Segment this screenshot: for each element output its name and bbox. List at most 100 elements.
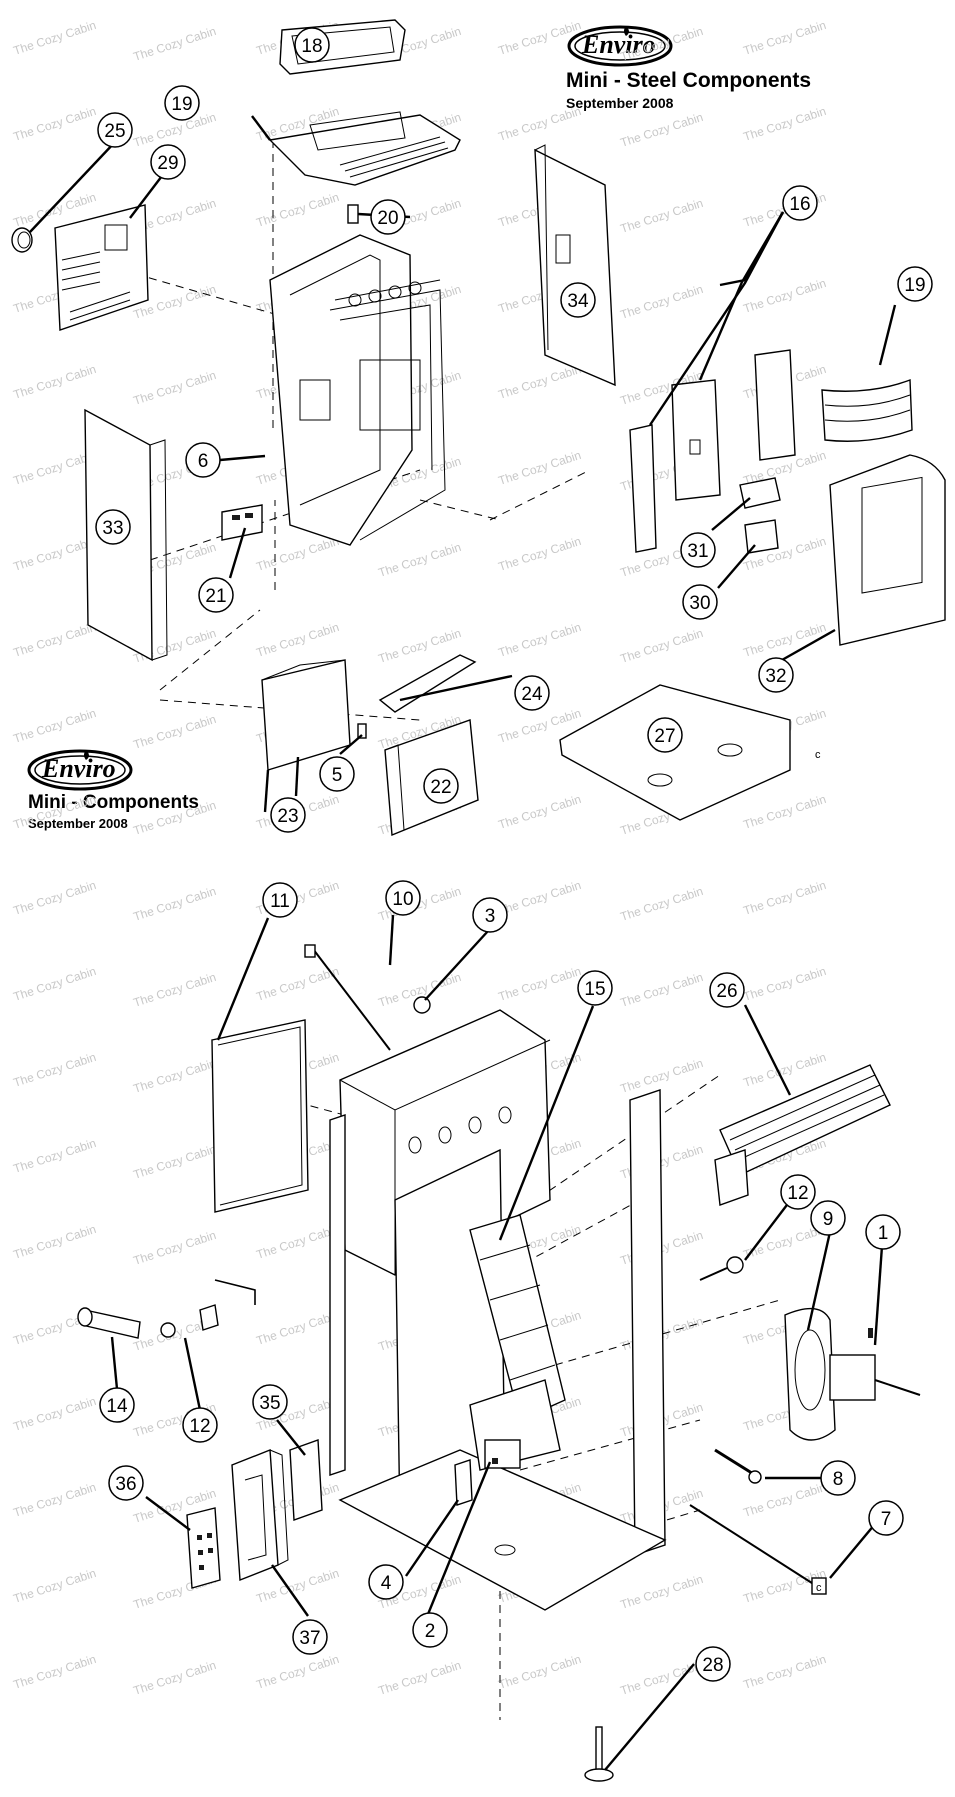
part-26-convection-blower	[714, 1064, 891, 1206]
watermark-text: The Cozy Cabin	[619, 626, 705, 666]
leader-lines	[29, 115, 897, 1771]
callout-number: 19	[904, 275, 925, 296]
callout-number: 16	[789, 194, 810, 215]
callout-30: 30	[682, 584, 718, 620]
watermark-text: The Cozy Cabin	[377, 626, 463, 666]
callout-number: 6	[198, 451, 209, 472]
watermark-text: The Cozy Cabin	[497, 362, 583, 402]
watermark-text: The Cozy Cabin	[742, 1480, 828, 1520]
watermark-text: The Cozy Cabin	[497, 534, 583, 574]
watermark-text: The Cozy Cabin	[255, 190, 341, 230]
callout-9: 9	[810, 1200, 846, 1236]
steel-title-block: Mini - Steel Components September 2008	[566, 69, 811, 111]
part-36-control-panel	[186, 1507, 221, 1589]
callout-19: 19	[164, 85, 200, 121]
watermark-text: The Cozy Cabin	[132, 1056, 218, 1096]
callout-circle	[294, 27, 330, 63]
watermark-text: The Cozy Cabin	[12, 104, 98, 144]
watermark-text: The Cozy Cabin	[12, 1480, 98, 1520]
watermark-text: The Cozy Cabin	[619, 1572, 705, 1612]
callout-number: 32	[765, 666, 786, 687]
callout-24: 24	[514, 675, 550, 711]
steel-date: September 2008	[566, 95, 674, 111]
callout-circle	[472, 897, 508, 933]
callout-circle	[270, 797, 306, 833]
callout-circle	[709, 972, 745, 1008]
callout-circle	[95, 509, 131, 545]
callout-circle	[897, 266, 933, 302]
part-28-leveling-foot	[584, 1726, 614, 1782]
enviro-logo-text: Enviro	[42, 754, 116, 783]
callout-25: 25	[97, 112, 133, 148]
part-4-switch	[454, 1459, 473, 1506]
callout-number: 22	[430, 777, 451, 798]
watermark-text: The Cozy Cabin	[132, 884, 218, 924]
callout-number: 27	[654, 726, 675, 747]
callout-number: 1	[878, 1223, 889, 1244]
callout-number: 26	[716, 981, 737, 1002]
part-23-hopper-box	[261, 659, 351, 771]
callout-circle	[198, 577, 234, 613]
components-title-block: Mini - Components September 2008	[28, 792, 199, 831]
callout-circle	[577, 970, 613, 1006]
part-9-exhaust-housing	[784, 1307, 836, 1441]
callout-circle	[185, 442, 221, 478]
watermark-text: The Cozy Cabin	[12, 878, 98, 918]
watermark-text: The Cozy Cabin	[619, 110, 705, 150]
watermark-text: The Cozy Cabin	[255, 534, 341, 574]
part-37-control-box	[231, 1448, 289, 1582]
callout-circle	[182, 1407, 218, 1443]
callout-number: 2	[425, 1621, 436, 1642]
watermark-text: The Cozy Cabin	[132, 1142, 218, 1182]
watermark-text: The Cozy Cabin	[497, 620, 583, 660]
callout-circle	[820, 1460, 856, 1496]
callout-circle	[262, 882, 298, 918]
watermark-text: The Cozy Cabin	[742, 104, 828, 144]
watermark-text: The Cozy Cabin	[132, 1658, 218, 1698]
watermark-text: The Cozy Cabin	[12, 964, 98, 1004]
watermark-text: The Cozy Cabin	[619, 1658, 705, 1698]
callout-12: 12	[780, 1174, 816, 1210]
part-25-vent-collar	[11, 227, 33, 253]
callout-32: 32	[758, 657, 794, 693]
part-35-gasket	[289, 1439, 323, 1521]
callout-29: 29	[150, 144, 186, 180]
callout-number: 23	[277, 806, 298, 827]
watermark-text: The Cozy Cabin	[12, 1566, 98, 1606]
watermark-text: The Cozy Cabin	[12, 706, 98, 746]
watermark-text: The Cozy Cabin	[12, 1222, 98, 1262]
callout-circle	[758, 657, 794, 693]
watermark-text: The Cozy Cabin	[497, 878, 583, 918]
watermark-text: The Cozy Cabin	[255, 620, 341, 660]
part-7-power-cord	[689, 1504, 827, 1595]
watermark-text: The Cozy Cabin	[377, 1658, 463, 1698]
callout-33: 33	[95, 509, 131, 545]
callout-number: 28	[702, 1655, 723, 1676]
callout-number: 9	[823, 1209, 834, 1230]
callout-number: 5	[332, 765, 343, 786]
watermark-text: The Cozy Cabin	[742, 620, 828, 660]
watermark-text: The Cozy Cabin	[132, 712, 218, 752]
callout-number: 15	[584, 979, 605, 1000]
callout-35: 35	[252, 1384, 288, 1420]
callout-circle	[865, 1214, 901, 1250]
watermark-text: The Cozy Cabin	[497, 964, 583, 1004]
callout-2: 2	[412, 1612, 448, 1648]
watermark-text: The Cozy Cabin	[12, 18, 98, 58]
part-19-door-handle	[821, 379, 913, 442]
callout-31: 31	[680, 532, 716, 568]
watermark-text: The Cozy Cabin	[497, 448, 583, 488]
watermark-text: The Cozy Cabin	[12, 1050, 98, 1090]
callout-circle	[680, 532, 716, 568]
part-12-snap-disc-top	[699, 1256, 744, 1281]
callout-28: 28	[695, 1646, 731, 1682]
watermark-text: The Cozy Cabin	[132, 1228, 218, 1268]
watermark-text: The Cozy Cabin	[497, 18, 583, 58]
part-29-back-panel	[54, 204, 149, 331]
callout-number: 25	[104, 121, 125, 142]
callout-circle	[370, 199, 406, 235]
watermark-text: The Cozy Cabin	[255, 1222, 341, 1262]
part-12-snap-disc-left	[160, 1279, 256, 1338]
